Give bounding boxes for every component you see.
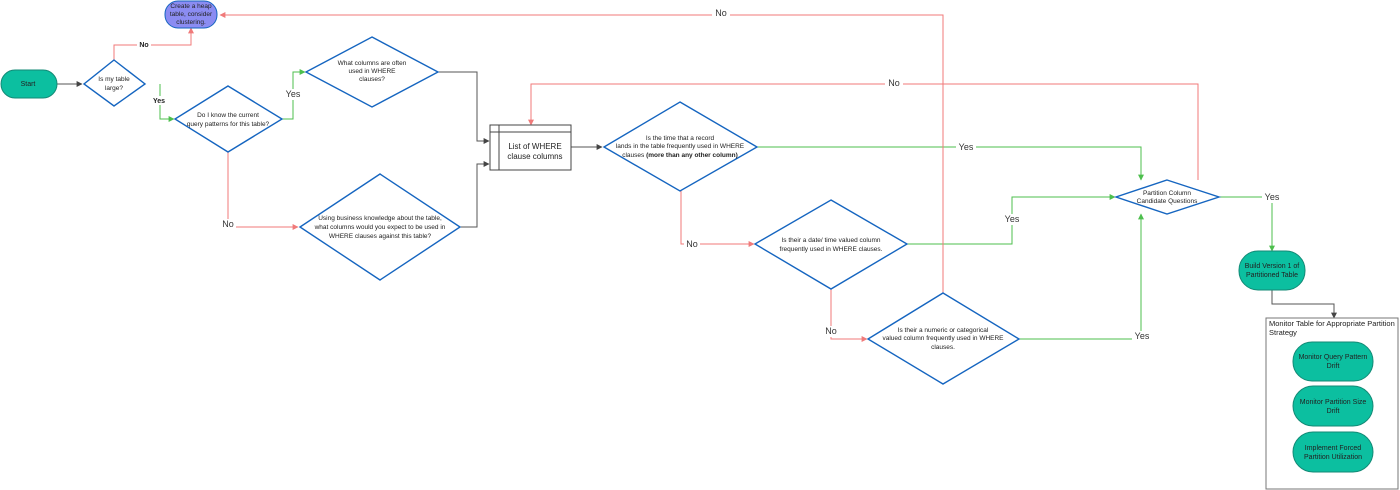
heap-table-node[interactable]: Create a heap table, consider clustering… (164, 0, 218, 29)
time-line-1: Is the time that a record (646, 135, 715, 142)
edge-labels: No Yes Yes No Yes No Yes No Yes No No Ye… (137, 8, 1282, 342)
heap-line-1: Create a heap (170, 3, 212, 10)
label-know-yes: Yes (286, 89, 301, 99)
label-know-no: No (222, 219, 234, 229)
is-large-line-2: large? (105, 85, 123, 92)
business-line-2: what columns would you expect to be used… (314, 224, 446, 231)
label-large-no: No (139, 42, 148, 49)
edge-time-no (680, 191, 755, 247)
label-time-yes: Yes (959, 142, 974, 152)
edge-date-no (830, 289, 868, 342)
numeric-line-3: clauses. (931, 344, 955, 351)
edge-time-yes (757, 146, 1144, 181)
implement-forced-partition-node[interactable]: Implement Forced Partition Utilization (1292, 431, 1374, 473)
label-partition-yes: Yes (1265, 192, 1280, 202)
monitor-title-line-2: Strategy (1269, 328, 1297, 337)
edge-partition-no (528, 83, 1199, 180)
where-list-line-2: clause columns (507, 152, 562, 161)
monitor-query-line-1: Monitor Query Pattern (1299, 354, 1368, 361)
label-numeric-yes: Yes (1135, 331, 1150, 341)
edge-build-to-monitor (1271, 290, 1337, 319)
monitor-partition-size-node[interactable]: Monitor Partition Size Drift (1292, 385, 1374, 427)
business-line-3: WHERE clauses against this table? (329, 233, 432, 240)
build-line-2: Partitioned Table (1246, 272, 1298, 279)
start-node[interactable]: Start (0, 69, 58, 99)
monitor-size-line-1: Monitor Partition Size (1300, 399, 1367, 406)
label-partition-no: No (888, 78, 900, 88)
edge-numeric-no (219, 12, 944, 293)
heap-line-2: table, consider (170, 11, 213, 18)
decision-often-used-columns[interactable]: What columns are often used in WHERE cla… (304, 36, 440, 108)
decision-date-time-column[interactable]: Is their a date/ time valued column freq… (753, 199, 909, 290)
monitor-size-line-2: Drift (1327, 408, 1340, 415)
time-line-2: lands in the table frequently used in WH… (616, 143, 745, 150)
edge-large-yes (159, 84, 175, 122)
where-columns-list-node[interactable]: List of WHERE clause columns (489, 124, 572, 171)
decision-know-query-patterns[interactable]: Do I know the current query patterns for… (173, 85, 284, 153)
decision-time-record-lands[interactable]: Is the time that a record lands in the t… (602, 101, 759, 192)
decision-is-table-large[interactable]: Is my table large? (82, 59, 147, 107)
label-numeric-no: No (715, 8, 727, 18)
edge-often-to-list (438, 71, 490, 144)
label-date-no: No (825, 326, 837, 336)
implement-forced-line-2: Partition Utilization (1304, 454, 1362, 461)
numeric-line-1: Is their a numeric or categorical (898, 327, 989, 334)
label-large-yes: Yes (153, 98, 165, 105)
partition-q-line-2: Candidate Questions (1137, 198, 1198, 205)
label-date-yes: Yes (1005, 214, 1020, 224)
edge-know-no (227, 152, 299, 230)
edge-large-no (113, 27, 194, 60)
numeric-line-2: valued column frequently used in WHERE (882, 335, 1004, 342)
start-label: Start (21, 81, 36, 88)
monitor-title-line-1: Monitor Table for Appropriate Partition (1269, 319, 1395, 328)
decision-numeric-categorical-column[interactable]: Is their a numeric or categorical valued… (866, 292, 1021, 385)
monitor-query-line-2: Drift (1327, 363, 1340, 370)
edge-business-to-list (460, 161, 490, 228)
build-version-1-node[interactable]: Build Version 1 of Partitioned Table (1238, 250, 1306, 291)
time-line-3: clauses (more than any other column) (622, 152, 738, 159)
label-time-no: No (686, 239, 698, 249)
partition-q-line-1: Partition Column (1143, 190, 1191, 197)
date-line-2: frequently used in WHERE clauses. (780, 246, 883, 253)
where-list-line-1: List of WHERE (508, 142, 561, 151)
decision-partition-column-candidate[interactable]: Partition Column Candidate Questions (1113, 179, 1222, 215)
often-line-3: clauses? (359, 76, 385, 83)
monitor-query-pattern-node[interactable]: Monitor Query Pattern Drift (1292, 341, 1374, 382)
heap-line-3: clustering. (176, 19, 206, 26)
know-line-1: Do I know the current (197, 112, 259, 119)
business-line-1: Using business knowledge about the table… (318, 215, 442, 222)
time-line-3-bold: (more than any other column) (646, 152, 738, 159)
know-line-2: query patterns for this table? (187, 121, 270, 128)
is-large-line-1: Is my table (98, 76, 130, 83)
often-line-1: What columns are often (338, 60, 407, 67)
often-line-2: used in WHERE (349, 68, 397, 75)
decision-business-knowledge[interactable]: Using business knowledge about the table… (298, 173, 462, 281)
date-line-1: Is their a date/ time valued column (782, 237, 881, 244)
time-line-3-plain: clauses (622, 152, 646, 159)
edge-partition-yes (1219, 196, 1275, 252)
build-line-1: Build Version 1 of (1245, 263, 1300, 270)
edge-numeric-yes (1019, 213, 1144, 340)
implement-forced-line-1: Implement Forced (1305, 445, 1362, 452)
